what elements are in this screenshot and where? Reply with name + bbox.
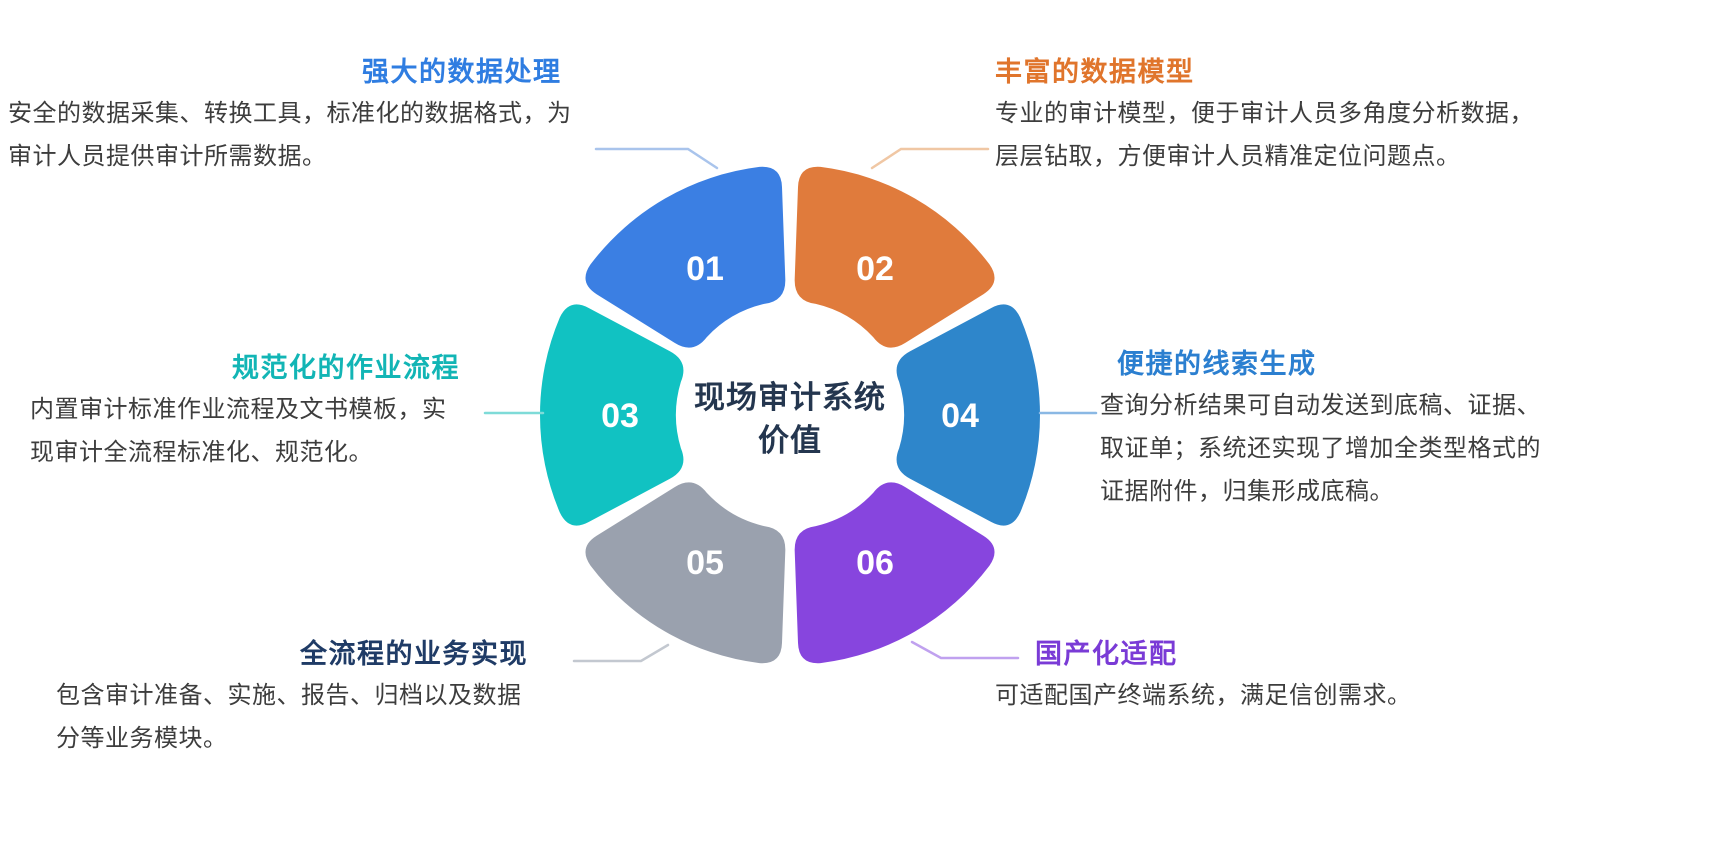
petal-number-06: 06 (856, 544, 894, 582)
connector-01 (594, 147, 719, 170)
petal-number-02: 02 (856, 250, 894, 288)
feature-desc-02: 专业的审计模型，便于审计人员多角度分析数据，层层钻取，方便审计人员精准定位问题点… (995, 100, 1534, 170)
feature-title-01: 强大的数据处理 (362, 57, 562, 87)
petal-06 (794, 482, 995, 664)
petal-02 (794, 166, 995, 348)
connector-02 (870, 147, 990, 170)
connector-06 (910, 640, 1020, 660)
feature-title-03: 规范化的作业流程 (232, 353, 460, 383)
petal-number-04: 04 (941, 397, 979, 435)
feature-title-06: 国产化适配 (1035, 639, 1178, 669)
petal-01 (585, 166, 786, 348)
feature-title-02: 丰富的数据模型 (995, 57, 1195, 87)
center-title-line1: 现场审计系统 (694, 380, 886, 415)
petal-number-03: 03 (601, 397, 639, 435)
connector-05 (572, 643, 670, 663)
center-title-line2: 价值 (758, 423, 822, 458)
petal-03 (540, 304, 684, 526)
feature-desc-05: 包含审计准备、实施、报告、归档以及数据分等业务模块。 (56, 682, 522, 752)
petal-05 (585, 482, 786, 664)
feature-title-05: 全流程的业务实现 (300, 639, 528, 669)
petal-04 (896, 304, 1040, 526)
petal-number-01: 01 (686, 250, 724, 288)
feature-desc-01: 安全的数据采集、转换工具，标准化的数据格式，为审计人员提供审计所需数据。 (8, 100, 572, 170)
feature-title-04: 便捷的线索生成 (1117, 349, 1317, 379)
feature-desc-04: 查询分析结果可自动发送到底稿、证据、取证单；系统还实现了增加全类型格式的证据附件… (1100, 392, 1541, 505)
center-title: 现场审计系统 价值 (615, 376, 965, 462)
petal-group: 01 02 03 04 05 06 (540, 166, 1040, 664)
petal-number-05: 05 (686, 544, 724, 582)
feature-desc-03: 内置审计标准作业流程及文书模板，实现审计全流程标准化、规范化。 (30, 396, 447, 466)
feature-desc-06: 可适配国产终端系统，满足信创需求。 (995, 682, 1412, 709)
